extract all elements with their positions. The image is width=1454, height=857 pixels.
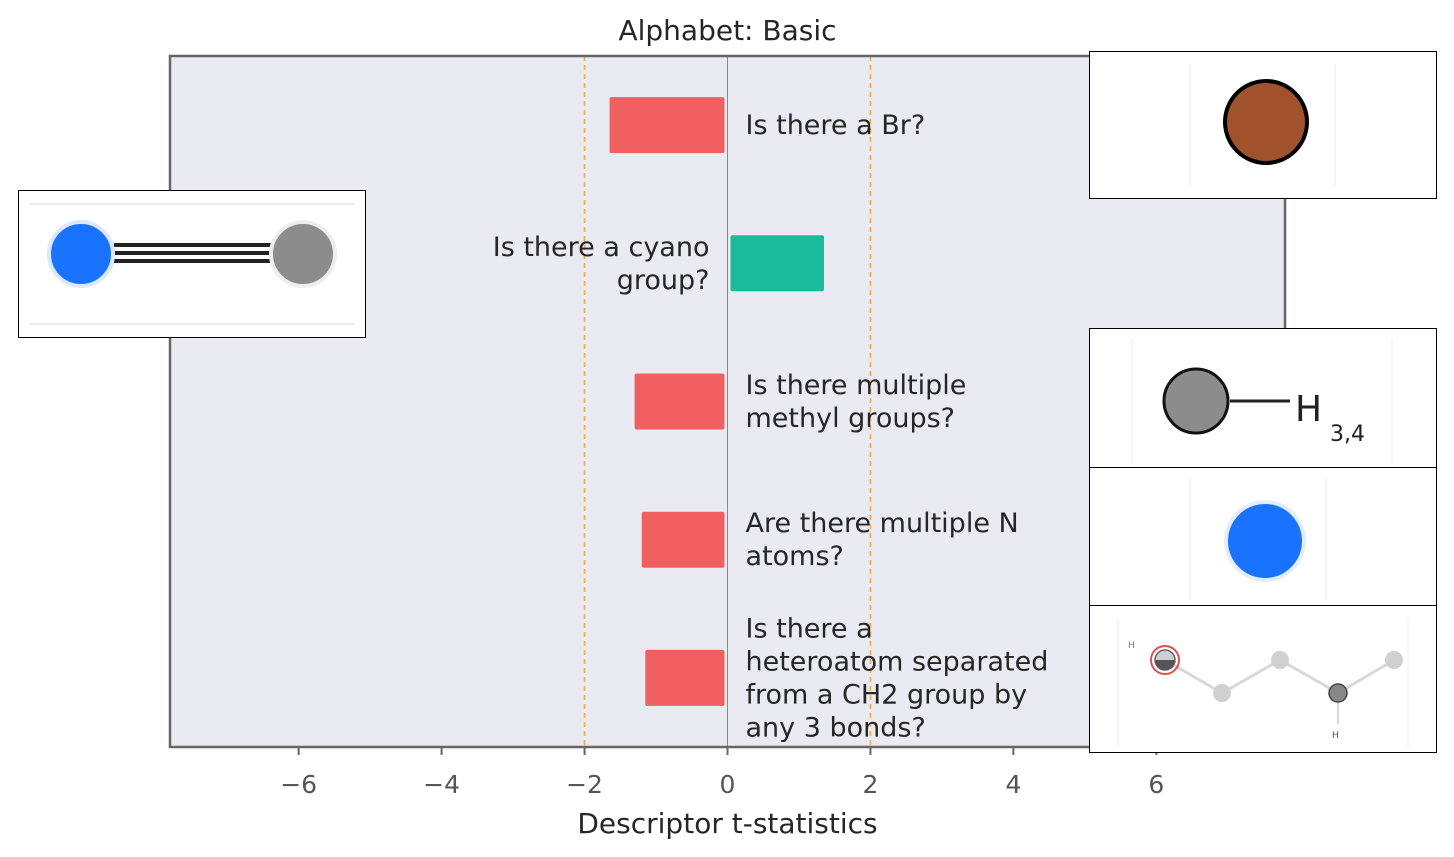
x-tick-label: 2 [862,770,878,799]
methyl-fragment-image: H 3,4 [1089,328,1437,468]
bar-label-line: Is there a Br? [746,110,926,141]
x-tick-label: 6 [1148,770,1164,799]
x-tick-label: 4 [1005,770,1021,799]
bar-label-line: any 3 bonds? [746,712,926,743]
bar [609,97,725,154]
bar-label-line: methyl groups? [746,403,956,434]
bar-label-line: from a CH2 group by [746,679,1028,710]
hydrogen-label-a: H [1128,641,1135,651]
chart-title: Alphabet: Basic [618,14,836,47]
carbon-atom-icon [269,220,337,288]
bar [641,511,725,568]
bromine-atom-icon [1223,79,1309,165]
x-tick-label: −6 [280,770,317,799]
bar [730,235,824,292]
carbon-atom-icon [1162,367,1230,435]
nitrogen-atom-icon [47,220,115,288]
bromine-fragment-image [1089,51,1437,199]
bar-label-line: Is there multiple [746,370,967,401]
x-tick-label: −2 [566,770,603,799]
bar [634,373,725,430]
carbon-atom-icon [1328,683,1348,703]
nitrogen-atom-icon [1224,500,1306,582]
x-tick-label: 0 [720,770,736,799]
heteroatom-highlight-icon [1150,645,1180,675]
hydrogen-label: H [1295,389,1322,430]
hydrogen-count-label: 3,4 [1330,422,1365,447]
bar [645,649,725,706]
hydrogen-label-b: H [1332,731,1339,741]
nitrogen-fragment-image [1089,467,1437,607]
bar-label-line: heteroatom separated [746,646,1049,677]
bar-label-line: Is there a cyano [493,232,710,263]
bar-label-line: Are there multiple N [746,508,1019,539]
x-tick-label: −4 [423,770,460,799]
bar-label-line: group? [617,265,710,296]
bar-label-line: atoms? [746,541,844,572]
x-axis-label: Descriptor t-statistics [577,807,877,840]
cyano-fragment-image [18,190,366,338]
bar-label-line: Is there a [746,613,873,644]
heteroatom-chain-fragment-image: H H [1089,605,1437,753]
bar-label: Is there a Br? [746,110,926,141]
